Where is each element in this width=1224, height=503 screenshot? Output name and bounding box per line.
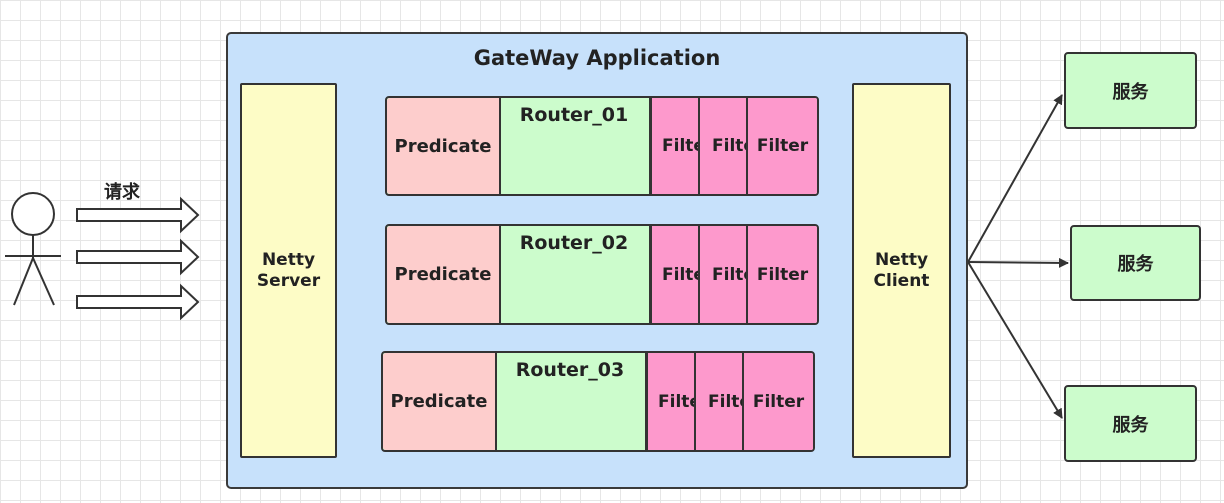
service-label: 服务 (1112, 414, 1149, 436)
predicate-label: Predicate (394, 135, 492, 157)
router-03[interactable]: Predicate Router_03 Filter Filter Filter (381, 351, 815, 452)
service-label: 服务 (1112, 81, 1149, 103)
service-3[interactable]: 服务 (1064, 385, 1197, 462)
arrow-to-service-1 (967, 94, 1063, 263)
netty-client-label: Netty Client (873, 249, 930, 291)
user-icon (5, 192, 61, 306)
filter-box[interactable]: Filter (746, 98, 817, 194)
request-arrows (76, 196, 200, 321)
arrow-to-service-2 (967, 257, 1069, 268)
router-label: Router_03 (515, 359, 625, 381)
service-label: 服务 (1117, 254, 1154, 275)
request-arrow-icon (76, 238, 200, 276)
router-02[interactable]: Predicate Router_02 Filter Filter Filter (385, 224, 819, 325)
predicate-box[interactable]: Predicate (387, 226, 501, 323)
filter-label: Filter (752, 391, 805, 412)
app-title: GateWay Application (473, 46, 721, 70)
predicate-label: Predicate (394, 264, 492, 285)
filter-label: Filter (756, 264, 809, 285)
router-label: Router_01 (519, 104, 629, 126)
request-arrow-icon (76, 196, 200, 234)
filter-label: Filter (756, 136, 809, 156)
request-label: 请求 (104, 182, 140, 203)
request-arrow-icon (76, 283, 200, 321)
netty-server[interactable]: Netty Server (240, 83, 337, 458)
predicate-box[interactable]: Predicate (383, 353, 497, 450)
router-label: Router_02 (519, 232, 629, 254)
arrow-to-service-3 (967, 261, 1063, 419)
filter-box[interactable]: Filter (746, 226, 817, 323)
service-2[interactable]: 服务 (1070, 225, 1201, 301)
filter-box[interactable]: Filter (742, 353, 813, 450)
netty-client[interactable]: Netty Client (852, 83, 951, 458)
client-to-service-arrows (967, 94, 1069, 419)
predicate-box[interactable]: Predicate (387, 98, 501, 194)
predicate-label: Predicate (390, 391, 488, 412)
netty-server-label: Netty Server (256, 249, 321, 291)
service-1[interactable]: 服务 (1064, 52, 1197, 129)
router-01[interactable]: Predicate Router_01 Filter Filter Filter (385, 96, 819, 196)
